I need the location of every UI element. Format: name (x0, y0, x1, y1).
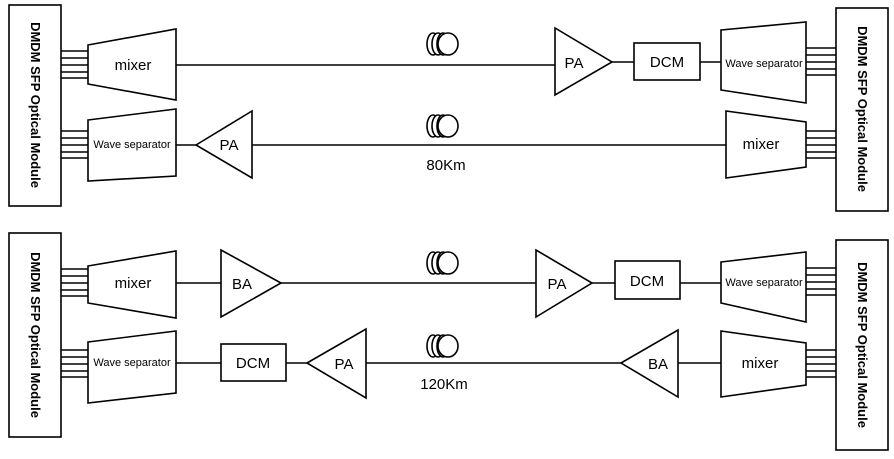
wave-separator-label: Wave separator (93, 139, 171, 151)
preamplifier: PA (535, 248, 594, 319)
distance-label: 120Km (420, 376, 468, 393)
pa-label: PA (548, 276, 567, 293)
fiber-connectors (806, 47, 836, 76)
wave-separator-label: Wave separator (725, 58, 803, 70)
dispersion-compensation-module: DCM (633, 42, 701, 81)
fiber-spool-icon (426, 334, 459, 358)
dispersion-compensation-module: DCM (220, 343, 287, 382)
ba-label: BA (232, 276, 252, 293)
dispersion-compensation-module: DCM (614, 260, 681, 300)
preamplifier: PA (305, 327, 367, 400)
wave-separator: Wave separator (720, 251, 807, 323)
fiber-connectors (61, 130, 88, 159)
distance-label: 80Km (426, 157, 465, 174)
system-80km: DMDM SFP Optical Module DMDM SFP Optical… (8, 4, 889, 212)
fiber-connectors (61, 268, 88, 297)
mixer: mixer (720, 330, 807, 398)
module-label: DMDM SFP Optical Module (28, 22, 43, 188)
system-120km: DMDM SFP Optical Module DMDM SFP Optical… (8, 232, 889, 451)
fiber-spool-icon (426, 114, 459, 138)
fiber-spool-icon (426, 32, 459, 56)
ba-label: BA (648, 356, 668, 373)
preamplifier: PA (194, 109, 253, 180)
wave-separator: Wave separator (720, 21, 807, 104)
mixer: mixer (87, 250, 177, 319)
wave-separator-label: Wave separator (93, 357, 171, 369)
mixer-label: mixer (115, 57, 152, 74)
mixer: mixer (725, 110, 807, 179)
mixer-label: mixer (742, 355, 779, 372)
right-optical-module: DMDM SFP Optical Module (835, 239, 889, 451)
pa-label: PA (335, 356, 354, 373)
module-label: DMDM SFP Optical Module (855, 26, 870, 192)
wave-separator-label: Wave separator (725, 277, 803, 289)
right-optical-module: DMDM SFP Optical Module (835, 7, 889, 212)
dcm-label: DCM (650, 54, 684, 71)
mixer: mixer (87, 28, 177, 101)
dcm-label: DCM (630, 273, 664, 290)
mixer-label: mixer (743, 136, 780, 153)
left-optical-module: DMDM SFP Optical Module (8, 4, 62, 207)
booster-amplifier: BA (619, 328, 679, 399)
fiber-connectors (61, 50, 88, 79)
wave-separator: Wave separator (87, 330, 177, 404)
module-label: DMDM SFP Optical Module (855, 262, 870, 428)
mixer-label: mixer (115, 275, 152, 292)
fiber-connectors (806, 267, 836, 296)
left-optical-module: DMDM SFP Optical Module (8, 232, 62, 438)
dcm-label: DCM (236, 355, 270, 372)
fiber-connectors (61, 349, 88, 378)
module-label: DMDM SFP Optical Module (28, 252, 43, 418)
pa-label: PA (220, 137, 239, 154)
fiber-connectors (806, 130, 836, 159)
pa-label: PA (565, 55, 584, 72)
wave-separator: Wave separator (87, 108, 177, 182)
fiber-spool-icon (426, 251, 459, 275)
fiber-connectors (806, 349, 836, 378)
preamplifier: PA (554, 26, 614, 97)
booster-amplifier: BA (220, 248, 283, 319)
